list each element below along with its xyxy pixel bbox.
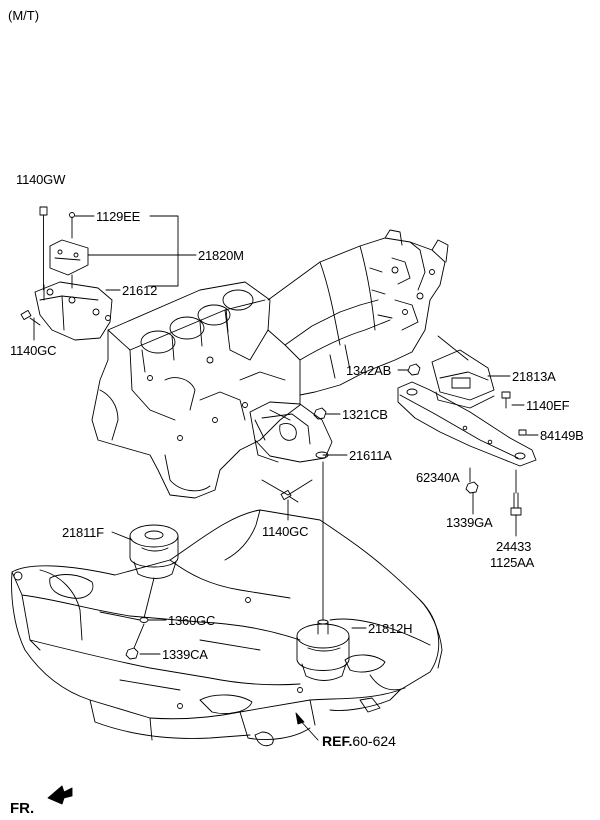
- part-label-84149b: 84149B: [540, 428, 584, 443]
- engine-mount-bracket-center: [249, 401, 333, 463]
- part-label-1360gc: 1360GC: [168, 613, 216, 628]
- part-label-1140gc-center: 1140GC: [262, 524, 309, 539]
- part-label-24433: 24433: [496, 539, 532, 554]
- part-label-1140gc-left: 1140GC: [10, 343, 57, 358]
- part-label-1140ef: 1140EF: [526, 398, 570, 413]
- reference-prefix: REF.: [322, 733, 353, 749]
- part-label-1129ee: 1129EE: [96, 209, 141, 224]
- front-direction-label: FR.: [10, 800, 35, 817]
- transmission-mount-insulator: [431, 349, 495, 409]
- transmission-crossmember: [397, 381, 537, 467]
- engine-mount-insulator-21812h: [296, 619, 350, 681]
- engine-block: [91, 281, 301, 499]
- part-label-1125aa: 1125AA: [490, 555, 535, 570]
- leader-lines: [33, 215, 539, 741]
- part-label-1321cb: 1321CB: [342, 407, 388, 422]
- part-label-62340a: 62340A: [416, 470, 460, 485]
- reference-callout[interactable]: REF.60-624: [322, 733, 396, 749]
- ref-arrow: [295, 712, 305, 725]
- part-label-1339ca: 1339CA: [162, 647, 208, 662]
- engine-mount-insulator-21811f: [129, 524, 179, 579]
- part-label-21611a: 21611A: [349, 448, 392, 463]
- part-label-21612: 21612: [122, 283, 158, 298]
- fastener-bolts: [20, 206, 527, 660]
- reference-code: 60-624: [352, 733, 396, 749]
- part-label-1339ga: 1339GA: [446, 515, 493, 530]
- engine-mount-bracket-left: [34, 239, 113, 341]
- subframe-crossmember: [11, 509, 443, 747]
- part-label-21812h: 21812H: [368, 621, 413, 636]
- transmission-variant-label: (M/T): [8, 8, 40, 23]
- part-label-21811f: 21811F: [62, 525, 104, 540]
- part-label-21820m: 21820M: [198, 248, 244, 263]
- transmission-case: [267, 229, 449, 396]
- part-label-21813a: 21813A: [512, 369, 556, 384]
- part-label-1140gw: 1140GW: [16, 172, 66, 187]
- part-label-1342ab: 1342AB: [346, 363, 392, 378]
- front-direction-arrow: [47, 785, 73, 805]
